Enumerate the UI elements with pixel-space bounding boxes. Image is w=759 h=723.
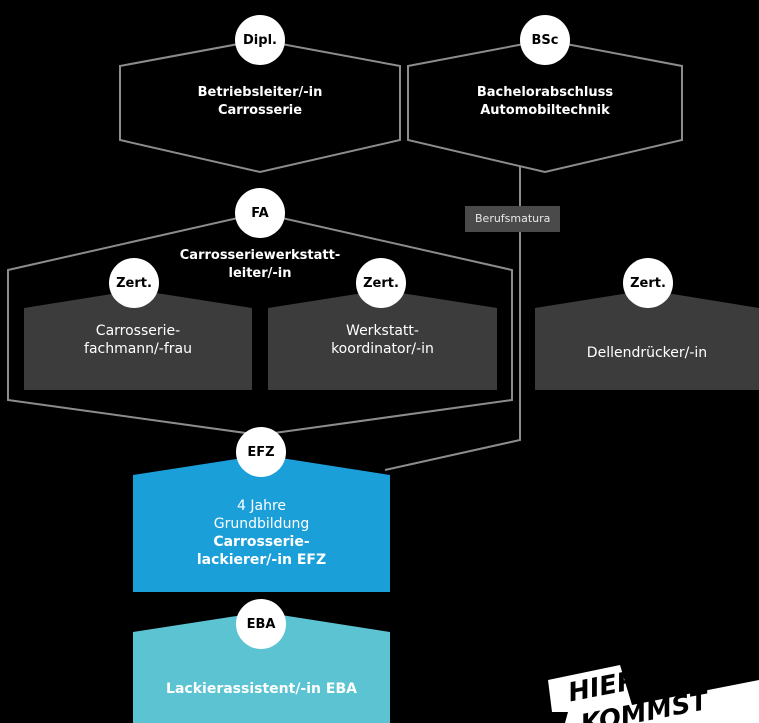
- eba-badge: EBA: [236, 599, 286, 649]
- fa-title: Carrosseriewerkstatt- leiter/-in: [140, 247, 380, 283]
- zert-mid-title-line2: koordinator/-in: [331, 341, 434, 357]
- zert-left-title-line1: Carrosserie-: [95, 323, 181, 339]
- bsc-badge: BSc: [520, 15, 570, 65]
- zert-mid-title-line1: Werkstatt-: [346, 323, 419, 339]
- efz-title-line2: lackierer/-in EFZ: [196, 552, 327, 568]
- dipl-title-line2: Carrosserie: [217, 103, 303, 118]
- zert-mid-box: [268, 290, 497, 390]
- fa-title-line2: leiter/-in: [228, 266, 292, 281]
- dipl-title: Betriebsleiter/-in Carrosserie: [140, 84, 380, 120]
- berufsmatura-connector: [384, 158, 521, 471]
- dipl-badge: Dipl.: [235, 15, 285, 65]
- zert-right-title: Dellendrücker/-in: [586, 345, 708, 361]
- stamp-text: HIER KOMMST: [560, 672, 759, 723]
- zert-left-box: [24, 290, 252, 390]
- efz-box: [133, 455, 390, 592]
- eba-box: [133, 612, 390, 723]
- zert-right-box: [535, 290, 759, 390]
- zert-mid-badge: Zert.: [356, 258, 406, 308]
- zert-left-title: Carrosserie- fachmann/-frau: [24, 322, 252, 358]
- bsc-title-line1: Bachelorabschluss: [476, 85, 614, 100]
- efz-duration: 4 Jahre: [237, 498, 286, 514]
- bsc-title-line2: Automobiltechnik: [480, 103, 610, 118]
- bsc-title: Bachelorabschluss Automobiltechnik: [425, 84, 665, 120]
- fa-title-line1: Carrosseriewerkstatt-: [179, 248, 341, 263]
- efz-badge: EFZ: [236, 427, 286, 477]
- eba-title: Lackierassistent/-in EBA: [166, 681, 357, 697]
- zert-mid-title: Werkstatt- koordinator/-in: [268, 322, 497, 358]
- zert-left-title-line2: fachmann/-frau: [84, 341, 192, 357]
- efz-title-line1: Carrosserie-: [213, 534, 310, 550]
- efz-grundbildung: Grundbildung: [213, 516, 310, 532]
- dipl-title-line1: Betriebsleiter/-in: [197, 85, 323, 100]
- berufsmatura-tag: Berufsmatura: [465, 206, 561, 232]
- fa-badge: FA: [235, 188, 285, 238]
- stamp-logo: [548, 665, 759, 723]
- zert-left-badge: Zert.: [109, 258, 159, 308]
- zert-right-badge: Zert.: [623, 258, 673, 308]
- efz-text: 4 Jahre Grundbildung Carrosserie- lackie…: [133, 497, 390, 569]
